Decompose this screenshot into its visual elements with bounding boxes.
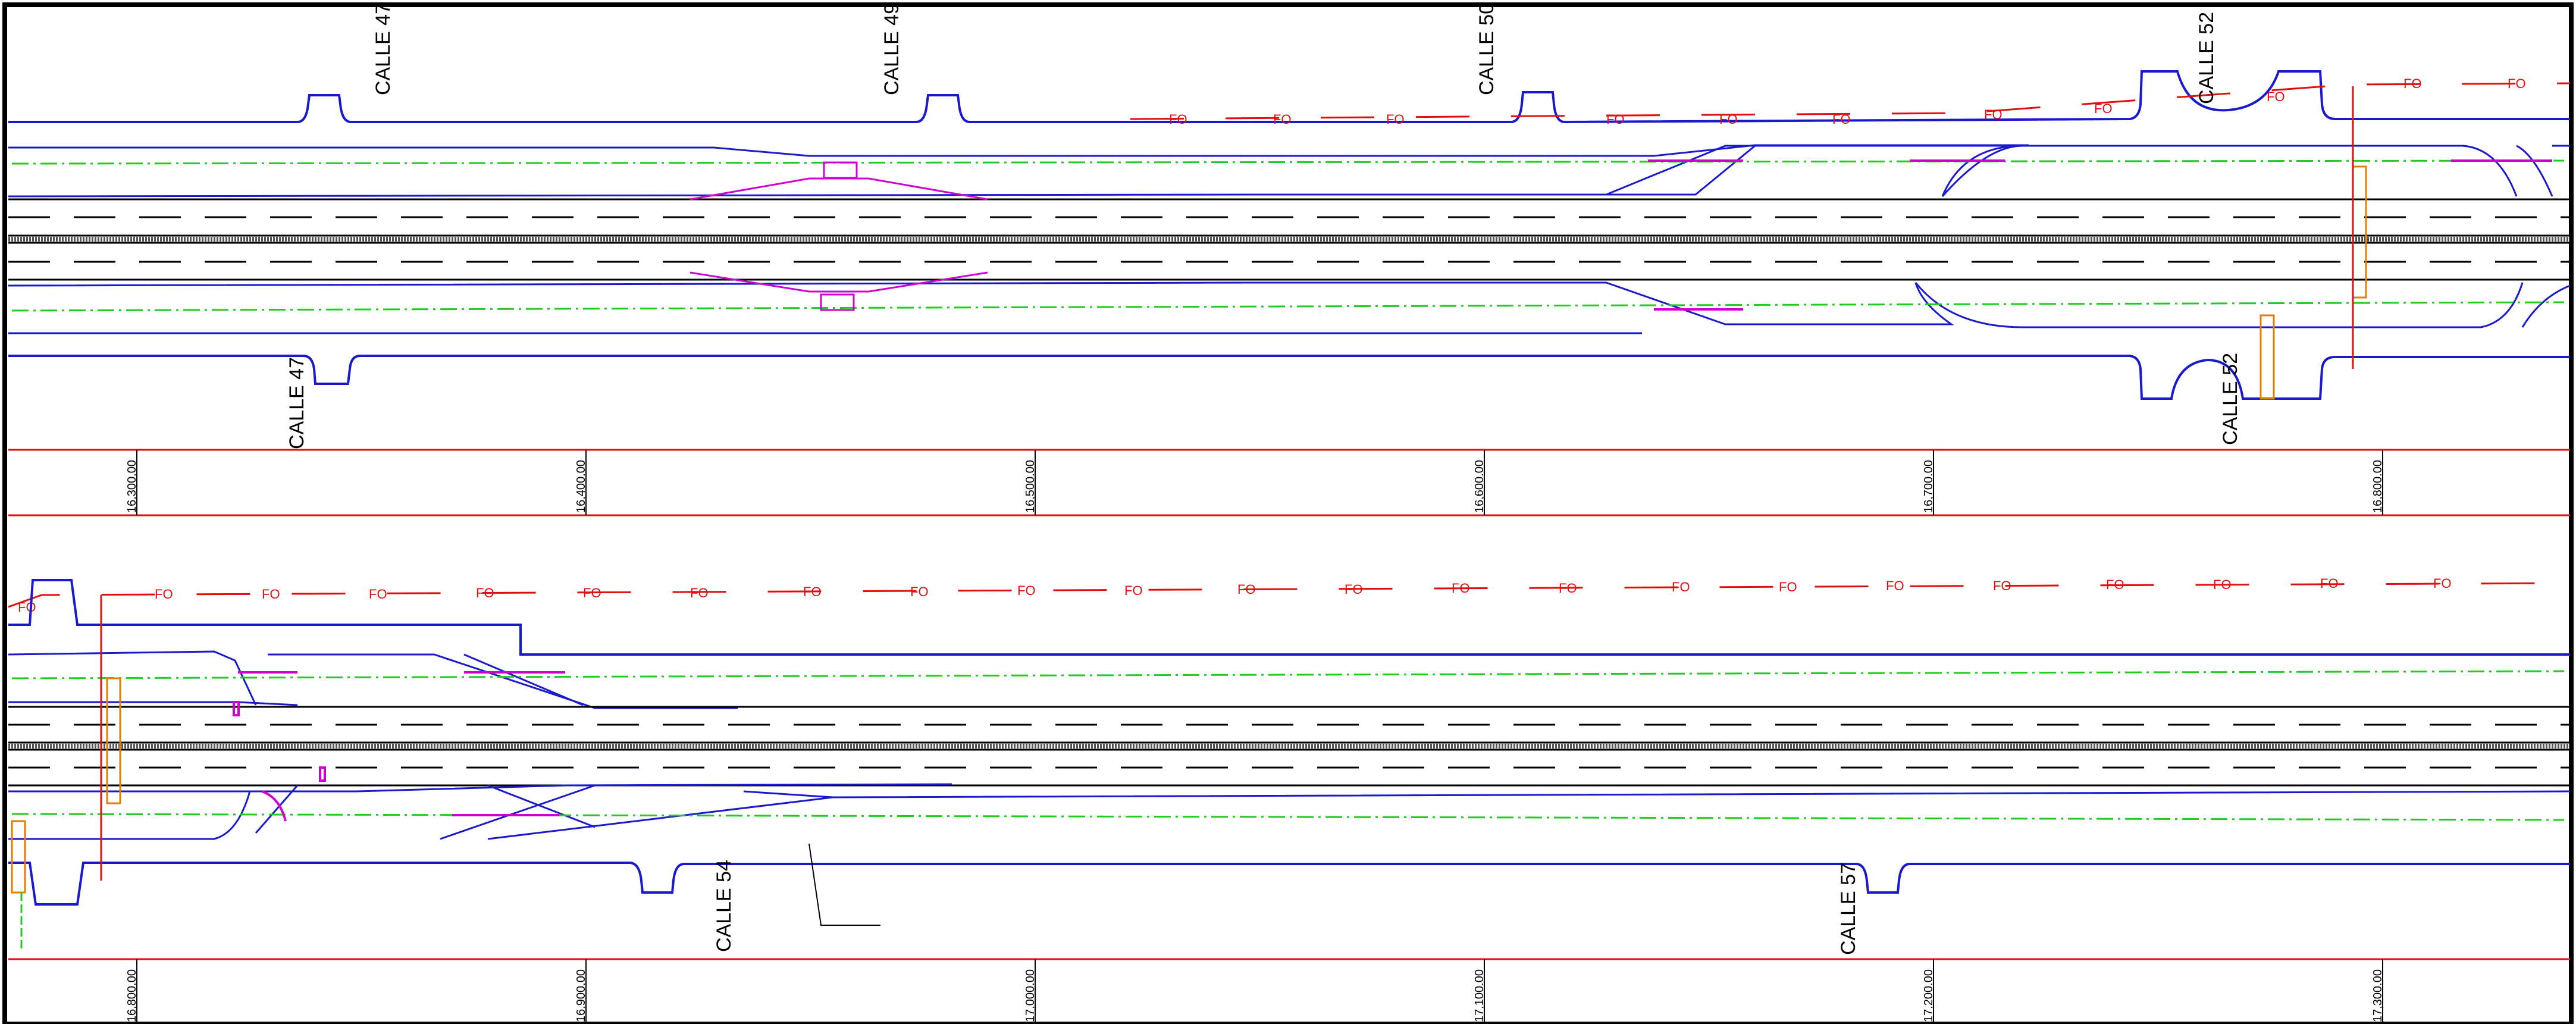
station-ticks-bottom — [136, 959, 2383, 1024]
fo-label: FO — [910, 584, 929, 599]
bike-path-north — [11, 159, 2565, 165]
station-label: 16,600.00 — [1473, 460, 1486, 513]
south-curb-top — [8, 355, 2570, 400]
south-curb-bottom — [8, 862, 2570, 906]
north-ramp-right — [2516, 145, 2570, 197]
fo-label: FO — [690, 585, 709, 600]
bike-path-north-bottom — [11, 670, 2565, 679]
fo-label: FO — [1169, 112, 1187, 127]
crosswalk-markers-bottom — [233, 671, 565, 822]
north-lane-edge-2 — [8, 145, 1756, 198]
north-lane-edge — [8, 144, 2029, 157]
fo-label: FO — [2433, 576, 2452, 591]
south-lane-edge — [8, 281, 1954, 325]
signal-poles-bottom — [11, 677, 121, 894]
north-lane-edge-3 — [1606, 145, 2023, 197]
north-loop — [1941, 145, 2518, 197]
fo-label: FO — [2320, 576, 2339, 591]
street-label-calle-47: CALLE 47 — [372, 3, 394, 95]
fo-label: FO — [1559, 581, 1577, 596]
north-lane-edge-bottom — [8, 650, 738, 709]
fo-label: FO — [1886, 578, 1904, 593]
bottom-section: FO FO FO FO FO FO FO FO FO FO FO FO FO F… — [8, 576, 2571, 1024]
fo-label: FO — [18, 600, 36, 615]
south-loop — [1914, 282, 2524, 328]
fiber-optic-north: FO FO FO FO FO FO FO FO FO FO FO — [1130, 76, 2571, 127]
street-label-calle-49: CALLE 49 — [880, 3, 903, 95]
street-label-calle-50: CALLE 50 — [1475, 3, 1498, 95]
street-label-calle-52: CALLE 52 — [2195, 12, 2218, 104]
fo-label: FO — [476, 585, 494, 600]
fo-label: FO — [2267, 89, 2285, 104]
fo-label: FO — [262, 587, 280, 602]
fo-label: FO — [2094, 101, 2113, 116]
fo-label: FO — [1345, 582, 1363, 597]
station-label: 17,300.00 — [2371, 969, 2384, 1022]
fo-label: FO — [1984, 107, 2002, 122]
signal-poles-top — [2260, 165, 2367, 400]
south-ramp-right — [2521, 284, 2571, 328]
fo-label: FO — [1452, 581, 1470, 596]
street-label-calle-57: CALLE 57 — [1837, 863, 1860, 955]
station-label: 16,500.00 — [1024, 460, 1037, 513]
bike-path-south — [11, 301, 2565, 312]
station-label: 17,200.00 — [1922, 969, 1935, 1022]
station-label: 16,800.00 — [126, 969, 139, 1022]
station-label: 16,300.00 — [126, 460, 139, 513]
station-label: 16,400.00 — [575, 460, 588, 513]
street-label-calle-54: CALLE 54 — [713, 860, 735, 952]
top-section: FO FO FO FO FO FO FO FO FO FO FO CALLE 4… — [8, 3, 2571, 516]
fo-label: FO — [2403, 76, 2422, 91]
street-label-calle-52-south: CALLE 52 — [2219, 353, 2242, 445]
south-lane-edge-bottom-2 — [8, 784, 833, 840]
fo-label: FO — [1124, 583, 1143, 598]
station-label: 16,700.00 — [1922, 460, 1935, 513]
fo-label: FO — [1386, 112, 1405, 127]
fo-label: FO — [369, 587, 387, 602]
fo-label: FO — [1017, 583, 1036, 598]
fiber-labels-bottom: FO FO FO FO FO FO FO FO FO FO FO FO FO F… — [18, 576, 2452, 615]
fo-label: FO — [1719, 112, 1738, 127]
fo-label: FO — [1672, 580, 1690, 594]
fo-label: FO — [2508, 76, 2526, 91]
bike-path-south-bottom — [11, 813, 2565, 821]
fo-label: FO — [2106, 577, 2124, 592]
transit-stop-north — [690, 161, 988, 311]
north-curb-bottom — [8, 579, 2570, 656]
leader-line — [808, 843, 880, 926]
fo-label: FO — [1606, 112, 1625, 127]
station-ticks-top — [136, 450, 2383, 515]
street-label-calle-47-south: CALLE 47 — [286, 357, 308, 449]
station-label: 17,000.00 — [1024, 969, 1037, 1022]
fo-label: FO — [1273, 112, 1292, 127]
north-curb-top — [8, 70, 2570, 124]
fo-label: FO — [1779, 580, 1797, 594]
fo-label: FO — [1832, 112, 1851, 127]
fo-label: FO — [1993, 578, 2011, 593]
crosswalk-markers-top — [1648, 159, 2552, 311]
fo-label: FO — [2213, 577, 2232, 592]
station-label: 16,900.00 — [575, 969, 588, 1022]
station-label: 17,100.00 — [1473, 969, 1486, 1022]
south-lane-edge-bottom — [8, 783, 2571, 834]
fo-label: FO — [155, 587, 173, 602]
fo-label: FO — [583, 585, 601, 600]
fo-label: FO — [1237, 582, 1256, 597]
fo-label: FO — [803, 584, 822, 599]
station-label: 16,800.00 — [2371, 460, 2384, 513]
fiber-optic-bottom — [8, 582, 2571, 608]
